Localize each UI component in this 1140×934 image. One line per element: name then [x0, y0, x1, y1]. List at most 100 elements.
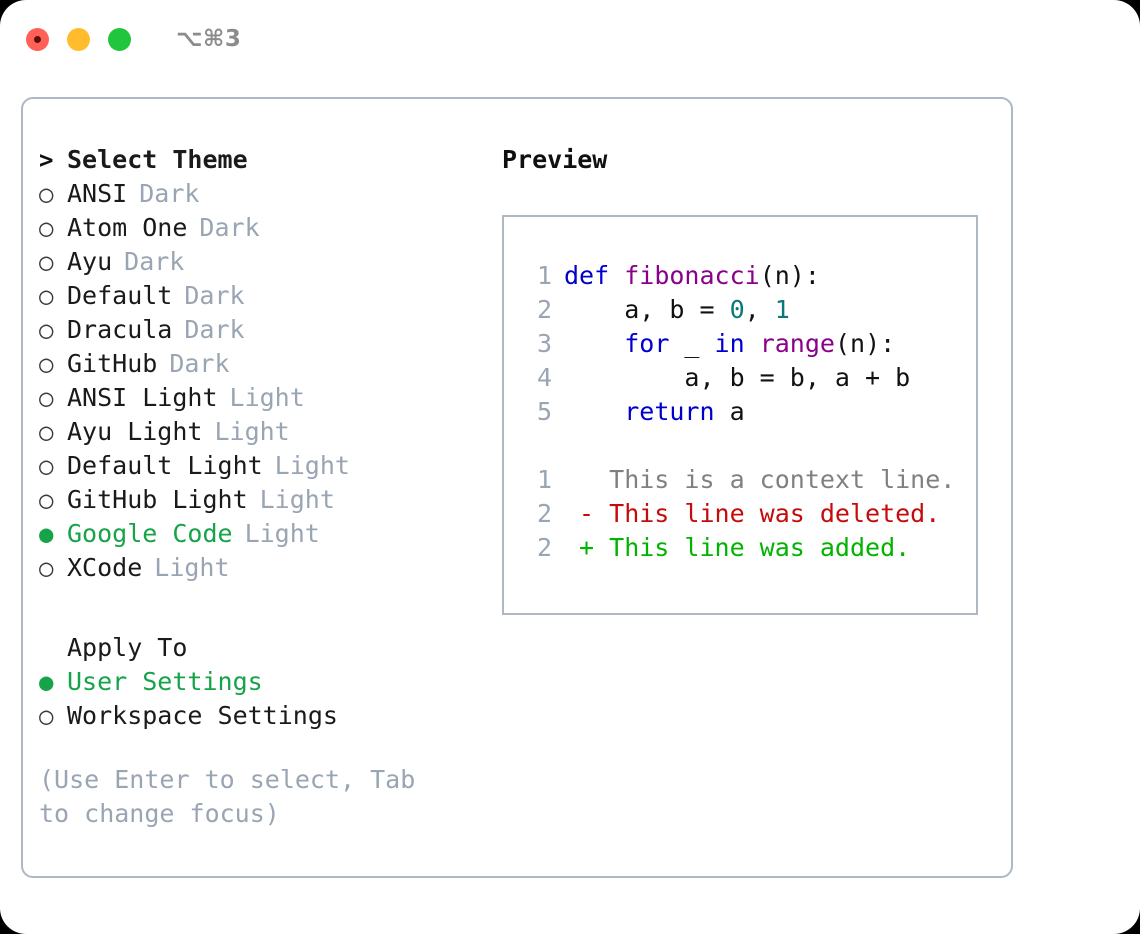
code-token: a — [714, 397, 745, 426]
theme-name: Google Code — [67, 519, 233, 548]
line-number: 1 — [536, 465, 552, 494]
code-token: a, b = — [564, 295, 730, 324]
theme-list-item[interactable]: ○ ANSI Dark — [39, 177, 479, 211]
line-number: 4 — [536, 363, 552, 392]
radio-unselected-icon: ○ — [39, 316, 54, 344]
radio-selected-icon: ● — [39, 668, 54, 696]
radio-unselected-icon: ○ — [39, 384, 54, 412]
radio-unselected-icon: ○ — [39, 702, 54, 730]
theme-name: Default — [67, 281, 173, 310]
apply-to-option[interactable]: ○Workspace Settings — [39, 699, 479, 733]
code-token: (n): — [834, 329, 896, 358]
chevron-right-icon: > — [39, 146, 54, 174]
theme-variant-badge: Light — [229, 383, 305, 412]
radio-unselected-icon: ○ — [39, 452, 54, 480]
theme-list-item[interactable]: ○ Atom One Dark — [39, 211, 479, 245]
theme-list-item[interactable]: ○ Ayu Dark — [39, 245, 479, 279]
theme-variant-badge: Dark — [139, 179, 200, 208]
theme-name: ANSI Light — [67, 383, 218, 412]
code-token: (n): — [759, 261, 820, 290]
line-number: 1 — [536, 261, 552, 290]
apply-to-marker-placeholder: ○ — [39, 631, 67, 665]
radio-unselected-icon: ○ — [39, 248, 54, 276]
theme-name: Ayu — [67, 247, 113, 276]
select-theme-title: Select Theme — [67, 145, 248, 174]
code-token — [564, 397, 624, 426]
diff-sample: 1 This is a context line.2 - This line w… — [504, 463, 976, 565]
code-token: for — [624, 329, 670, 358]
preview-title: Preview — [502, 145, 608, 174]
apply-to-option-label: User Settings — [67, 667, 263, 696]
theme-variant-badge: Dark — [124, 247, 185, 276]
theme-variant-badge: Light — [244, 519, 320, 548]
theme-variant-badge: Light — [154, 553, 230, 582]
theme-name: Atom One — [67, 213, 188, 242]
radio-unselected-icon: ○ — [39, 282, 54, 310]
minimize-button-icon[interactable] — [67, 27, 90, 51]
radio-unselected-icon: ○ — [39, 554, 54, 582]
theme-list-item[interactable]: ○ GitHub Dark — [39, 347, 479, 381]
diff-text: - This line was deleted. — [564, 499, 941, 528]
code-token: fibonacci — [624, 261, 760, 290]
theme-list-item[interactable]: ○ XCode Light — [39, 551, 479, 585]
line-number: 2 — [536, 295, 552, 324]
code-token: 1 — [774, 295, 790, 324]
theme-list-item[interactable]: ○ ANSI Light Light — [39, 381, 479, 415]
theme-name: ANSI — [67, 179, 128, 208]
code-token: _ — [669, 329, 715, 358]
theme-variant-badge: Light — [274, 451, 350, 480]
line-number: 5 — [536, 397, 552, 426]
radio-unselected-icon: ○ — [39, 180, 54, 208]
code-token: , — [744, 295, 775, 324]
code-token — [745, 329, 760, 358]
theme-variant-badge: Dark — [169, 349, 230, 378]
apply-to-option[interactable]: ● User Settings — [39, 665, 479, 699]
diff-line: 1 This is a context line. — [504, 463, 976, 497]
theme-name: GitHub Light — [67, 485, 248, 514]
close-button-icon[interactable] — [26, 27, 49, 51]
diff-line: 2 - This line was deleted. — [504, 497, 976, 531]
radio-unselected-icon: ○ — [39, 214, 54, 242]
code-token: return — [624, 397, 715, 426]
diff-line: 2 + This line was added. — [504, 531, 976, 565]
theme-list-item[interactable]: ○ Dracula Dark — [39, 313, 479, 347]
line-number: 2 — [536, 499, 552, 528]
line-number: 3 — [536, 329, 552, 358]
section-spacer — [39, 585, 479, 631]
keyboard-shortcut-label: ⌥⌘3 — [176, 26, 242, 52]
diff-text: This is a context line. — [564, 465, 956, 494]
theme-name: GitHub — [67, 349, 158, 378]
apply-to-options: ● User Settings ○Workspace Settings — [39, 665, 479, 733]
theme-name: XCode — [67, 553, 143, 582]
radio-unselected-icon: ○ — [39, 486, 54, 514]
code-token: 0 — [729, 295, 745, 324]
theme-list-item[interactable]: ○ GitHub Light Light — [39, 483, 479, 517]
theme-variant-badge: Dark — [199, 213, 260, 242]
select-theme-header: > Select Theme — [39, 143, 479, 177]
radio-unselected-icon: ○ — [39, 350, 54, 378]
code-line: 3 for _ in range(n): — [504, 327, 976, 361]
theme-name: Dracula — [67, 315, 173, 344]
theme-variant-badge: Light — [259, 485, 335, 514]
window-controls — [26, 27, 131, 51]
diff-text: + This line was added. — [564, 533, 911, 562]
keyboard-hint-text: (Use Enter to select, Tab to change focu… — [39, 765, 416, 828]
code-token: a, b = b, a + b — [564, 363, 911, 392]
radio-unselected-icon: ○ — [39, 418, 54, 446]
code-token — [564, 329, 624, 358]
theme-variant-badge: Dark — [184, 315, 245, 344]
maximize-button-icon[interactable] — [108, 27, 131, 51]
line-number: 2 — [536, 533, 552, 562]
